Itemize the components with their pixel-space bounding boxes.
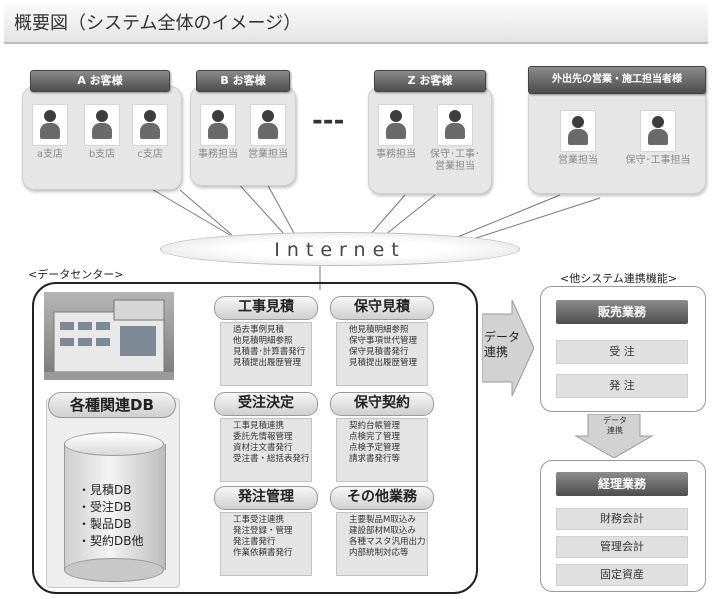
customer-a-tag: A お客様 [30,70,170,92]
person-icon [560,110,596,152]
customer-z-person-1: 事務担当 [372,104,420,161]
db-item: ・受注DB [78,500,132,514]
module-body: 工事受注連携発注登録・管理 発注書発行作業依頼書発行 [220,512,312,576]
customer-a-person-2: b支店 [82,104,122,161]
customer-b-person-1: 事務担当 [194,104,242,161]
sales-head: 販売業務 [556,300,688,324]
module-juchu-kettei: 受注決定 工事見積連携委託先情報管理 資材注文書発行受注書・総括表発行 [214,392,318,482]
module-hoshu-mitsumori: 保守見積 他見積明細参照保守事項世代管理 保守見積書発行見積提出履歴管理 [330,296,434,386]
person-icon [84,104,120,146]
db-title: 各種関連DB [48,392,176,418]
data-link-label: データ 連携 [484,330,521,359]
module-head: その他業務 [330,486,434,510]
customer-a-person-1: a支店 [30,104,70,161]
building-icon [44,299,174,380]
person-icon [437,104,473,146]
module-head: 受注決定 [214,392,318,416]
customer-b-person-2: 営業担当 [244,104,292,161]
internet-cloud: Internet [160,232,520,266]
module-body: 契約台帳管理点検完了管理 点検予定管理請求書発行等 [336,418,428,482]
person-icon [200,104,236,146]
page-title: 概要図（システム全体のイメージ） [4,4,708,44]
person-icon [378,104,414,146]
out-of-office-tag: 外出先の営業・施工担当者様 [528,66,706,94]
sales-box [540,286,706,412]
small-data-link-label: データ 連携 [603,416,627,435]
module-head: 保守見積 [330,296,434,320]
module-hoshu-keiyaku: 保守契約 契約台帳管理点検完了管理 点検予定管理請求書発行等 [330,392,434,482]
module-body: 他見積明細参照保守事項世代管理 保守見積書発行見積提出履歴管理 [336,322,428,386]
module-body: 過去事例見積他見積明細参照 見積書･計算書発行見積提出履歴管理 [220,322,312,386]
building-image [44,292,174,380]
module-hachu-kanri: 発注管理 工事受注連携発注登録・管理 発注書発行作業依頼書発行 [214,486,318,576]
module-head: 工事見積 [214,296,318,320]
database-cylinder-icon: ・見積DB ・受注DB ・製品DB ・契約DB他 [64,432,166,582]
customer-z-tag: Z お客様 [374,70,486,92]
accounting-item: 固定資産 [556,564,688,586]
module-head: 保守契約 [330,392,434,416]
sales-item: 受 注 [556,340,688,364]
person-icon [32,104,68,146]
other-system-label: <他システム連携機能> [560,272,678,285]
module-body: 工事見積連携委託先情報管理 資材注文書発行受注書・総括表発行 [220,418,312,482]
customer-z-person-2: 保守･工事･ 営業担当 [424,104,486,173]
db-item: ・契約DB他 [78,534,144,548]
module-body: 主要製品M取込み建設部材M取込み 各種マスタ汎用出力内部統制対応等 [336,512,428,576]
person-icon [250,104,286,146]
accounting-item: 管理会計 [556,536,688,558]
ellipsis: --- [312,106,345,136]
small-data-link-arrow-icon [574,414,654,458]
out-person-2: 保守･工事担当 [618,110,698,167]
person-icon [132,104,168,146]
out-person-1: 営業担当 [548,110,608,167]
customer-b-tag: B お客様 [196,70,290,92]
datacenter-label: <データセンター> [28,268,124,281]
db-item: ・製品DB [78,517,132,531]
module-koji-mitsumori: 工事見積 過去事例見積他見積明細参照 見積書･計算書発行見積提出履歴管理 [214,296,318,386]
person-icon [640,110,676,152]
datacenter-box [32,282,478,594]
accounting-head: 経理業務 [556,472,688,496]
accounting-box [540,460,706,592]
customer-a-person-3: c支店 [130,104,170,161]
data-link-arrow-icon [482,300,534,396]
module-sonota-gyomu: その他業務 主要製品M取込み建設部材M取込み 各種マスタ汎用出力内部統制対応等 [330,486,434,576]
sales-item: 発 注 [556,374,688,398]
accounting-item: 財務会計 [556,508,688,530]
db-item: ・見積DB [78,483,132,497]
module-head: 発注管理 [214,486,318,510]
